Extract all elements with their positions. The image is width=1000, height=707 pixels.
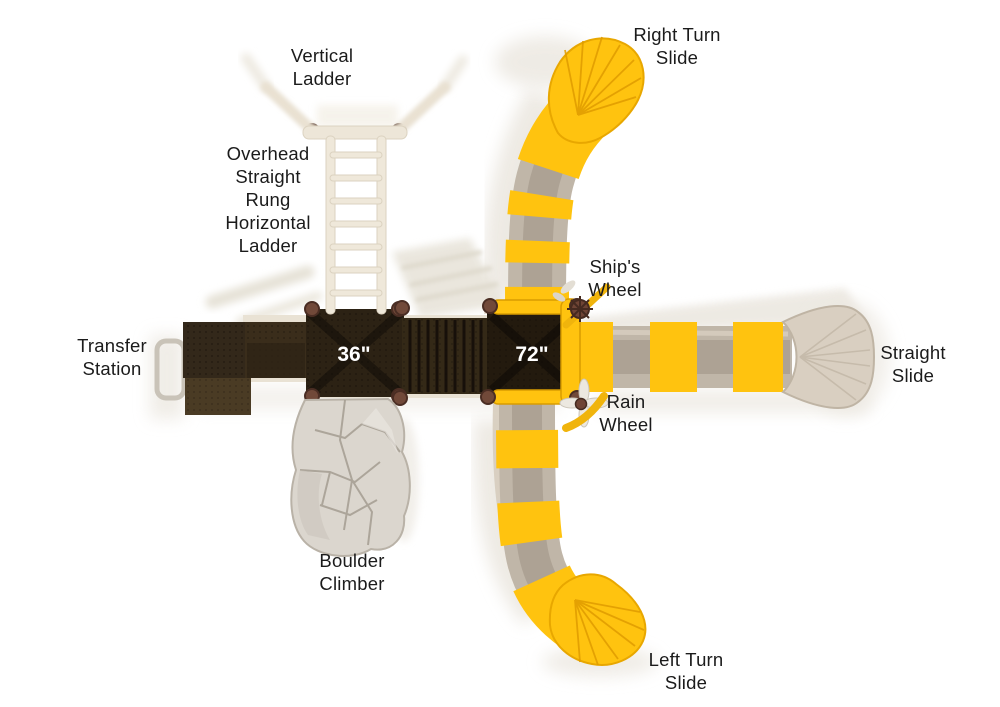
left-turn-slide-graphic — [492, 401, 647, 666]
left-turn-exit-ridges — [574, 599, 645, 666]
ships-wheel-graphic — [552, 280, 611, 329]
straight-exit-ridges — [799, 313, 871, 401]
label-boulder-climber: Boulder Climber — [319, 550, 385, 594]
label-overhead-ladder: Overhead Straight Rung Horizontal Ladder — [225, 143, 311, 256]
stair-bridge — [402, 318, 487, 394]
straight-slide-exit — [781, 305, 876, 409]
deck-36-size-label: 36" — [337, 343, 370, 366]
deck-structure — [154, 298, 581, 415]
right-turn-exit-ridges — [564, 36, 642, 116]
label-left-turn-slide: Left Turn Slide — [648, 649, 724, 693]
straight-slide-graphic — [578, 305, 876, 409]
label-rain-wheel: Rain Wheel — [599, 391, 653, 435]
deck-36 — [306, 309, 404, 397]
left-turn-slide-exit — [548, 573, 647, 666]
shadow-layer — [150, 36, 890, 677]
vertical-ladder-arm-right — [393, 81, 451, 136]
label-right-turn-slide: Right Turn Slide — [633, 24, 721, 68]
rain-wheel-handle — [562, 392, 608, 432]
label-ships-wheel: Ship's Wheel — [588, 256, 642, 300]
label-vertical-ladder: Vertical Ladder — [290, 45, 354, 89]
boulder-climber-graphic — [290, 397, 411, 557]
ladder-rungs — [329, 151, 383, 297]
transfer-station-graphic — [154, 322, 251, 415]
right-turn-slide-graphic — [505, 36, 645, 314]
vertical-ladder-crossbar — [302, 125, 408, 140]
overhead-ladder-graphic — [260, 81, 451, 315]
label-transfer-station: Transfer Station — [77, 335, 147, 379]
rain-wheel-graphic — [559, 378, 609, 432]
boulder-crevices — [299, 399, 401, 546]
vertical-ladder-top-blur — [317, 105, 398, 127]
right-turn-slide-exit — [547, 37, 645, 144]
deck-72-size-label: 72" — [515, 343, 548, 366]
vertical-ladder-arm-left — [260, 81, 318, 136]
label-straight-slide: Straight Slide — [880, 342, 946, 386]
